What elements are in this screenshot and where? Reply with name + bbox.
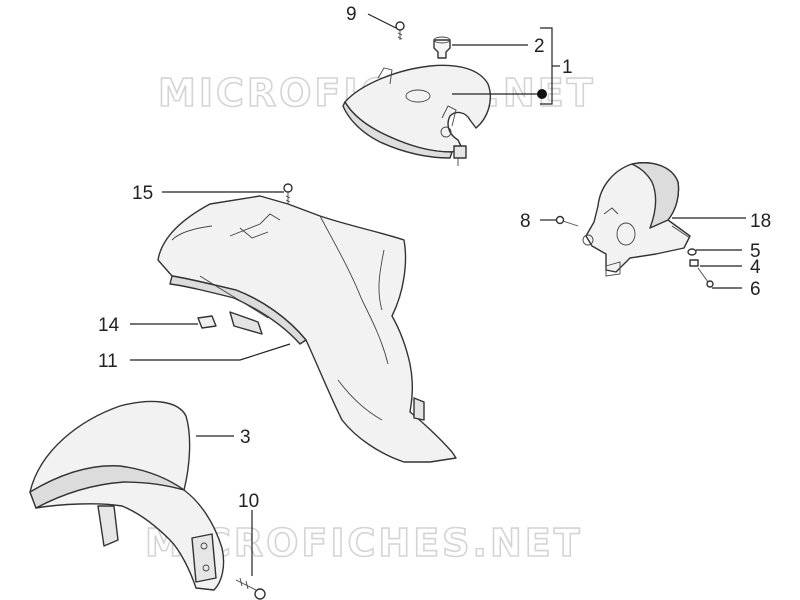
callout-1: 1 bbox=[562, 57, 573, 78]
callout-3: 3 bbox=[240, 427, 251, 448]
callout-15: 15 bbox=[132, 183, 153, 204]
callout-4: 4 bbox=[750, 257, 761, 278]
callout-2: 2 bbox=[534, 36, 545, 57]
callout-8: 8 bbox=[520, 211, 531, 232]
callout-18: 18 bbox=[750, 211, 771, 232]
part-4-nut bbox=[689, 259, 699, 267]
callout-9: 9 bbox=[346, 4, 357, 25]
callout-labels: 9 2 1 15 8 18 5 4 6 14 11 3 10 bbox=[98, 4, 771, 512]
callout-11: 11 bbox=[98, 351, 118, 372]
part-18-housing bbox=[582, 162, 691, 277]
part-1-upper-shield bbox=[342, 64, 492, 166]
part-9-screw bbox=[395, 21, 405, 40]
part-14-clip bbox=[197, 315, 217, 329]
part-5-washer bbox=[687, 248, 697, 256]
part-3-mudguard bbox=[29, 400, 225, 591]
part-11-inner-shield bbox=[157, 195, 457, 463]
part-6-bolt bbox=[697, 267, 714, 288]
callout-14: 14 bbox=[98, 315, 120, 336]
callout-10: 10 bbox=[238, 491, 259, 512]
part-10-screw bbox=[235, 577, 266, 600]
callout-5: 5 bbox=[750, 241, 761, 262]
leader-lines bbox=[130, 13, 746, 576]
part-8-screw bbox=[555, 215, 579, 227]
part-15-screw bbox=[283, 183, 293, 204]
callout-6: 6 bbox=[750, 279, 761, 300]
part-2-bushing bbox=[433, 36, 451, 59]
